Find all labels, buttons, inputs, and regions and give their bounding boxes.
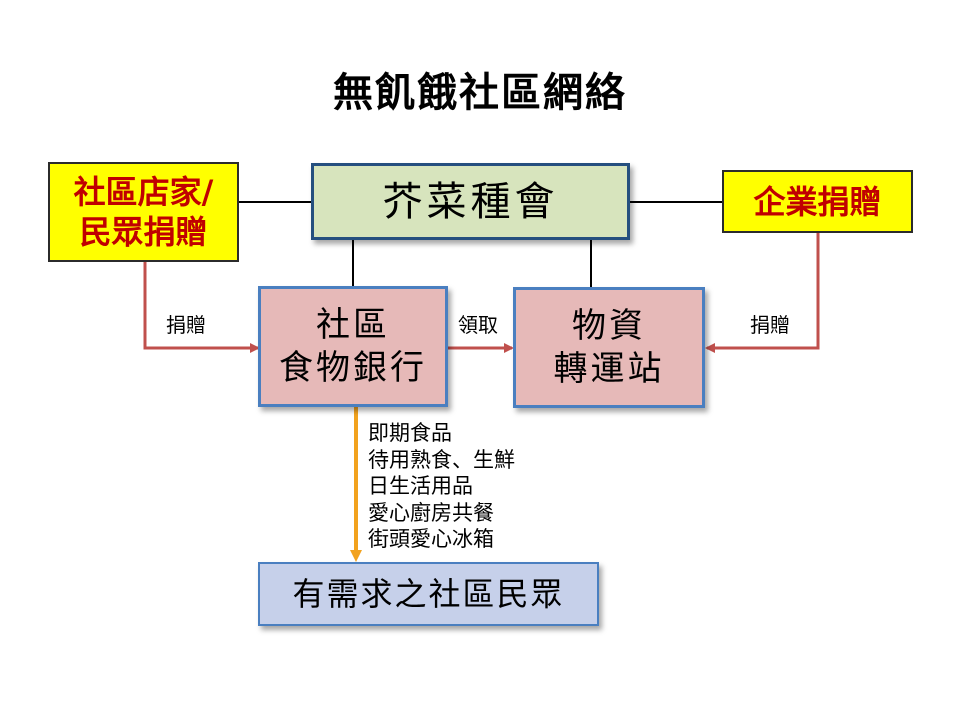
mustard-seed-box: 芥菜種會 [311, 163, 630, 240]
distribution-item: 街頭愛心冰箱 [368, 527, 494, 551]
transfer-station-line1: 物資 [572, 306, 646, 346]
donation-arrow-right [705, 232, 820, 353]
diagram-title: 無飢餓社區網絡 [333, 70, 627, 116]
transfer-station-line2: 轉運站 [553, 348, 665, 389]
collect-label: 領取 [458, 313, 498, 337]
shop-donation-line2: 民眾捐贈 [79, 213, 208, 251]
left-donate-label: 捐贈 [166, 313, 206, 337]
right-donate-label: 捐贈 [750, 313, 790, 337]
needy-residents-box: 有需求之社區民眾 [258, 562, 599, 626]
mustard-seed-label: 芥菜種會 [382, 178, 559, 225]
food-bank-line2: 食物銀行 [279, 347, 427, 388]
food-bank-line1: 社區 [316, 305, 390, 345]
distribution-items-list: 即期食品 待用熟食、生鮮 日生活用品 愛心廚房共餐 街頭愛心冰箱 [368, 420, 515, 553]
corporate-donation-box: 企業捐贈 [722, 170, 913, 233]
distribution-item: 待用熟食、生鮮 [368, 447, 515, 472]
needy-residents-label: 有需求之社區民眾 [292, 575, 565, 613]
donation-arrow-left [143, 261, 260, 353]
food-bank-box: 社區 食物銀行 [258, 286, 448, 407]
distribution-item: 即期食品 [368, 421, 452, 445]
transfer-station-box: 物資 轉運站 [513, 287, 705, 408]
shop-donation-box: 社區店家/ 民眾捐贈 [48, 162, 239, 262]
distribution-item: 日生活用品 [368, 474, 473, 498]
shop-donation-line1: 社區店家/ [73, 173, 214, 211]
distribution-item: 愛心廚房共餐 [368, 500, 494, 525]
corporate-donation-label: 企業捐贈 [753, 182, 882, 221]
